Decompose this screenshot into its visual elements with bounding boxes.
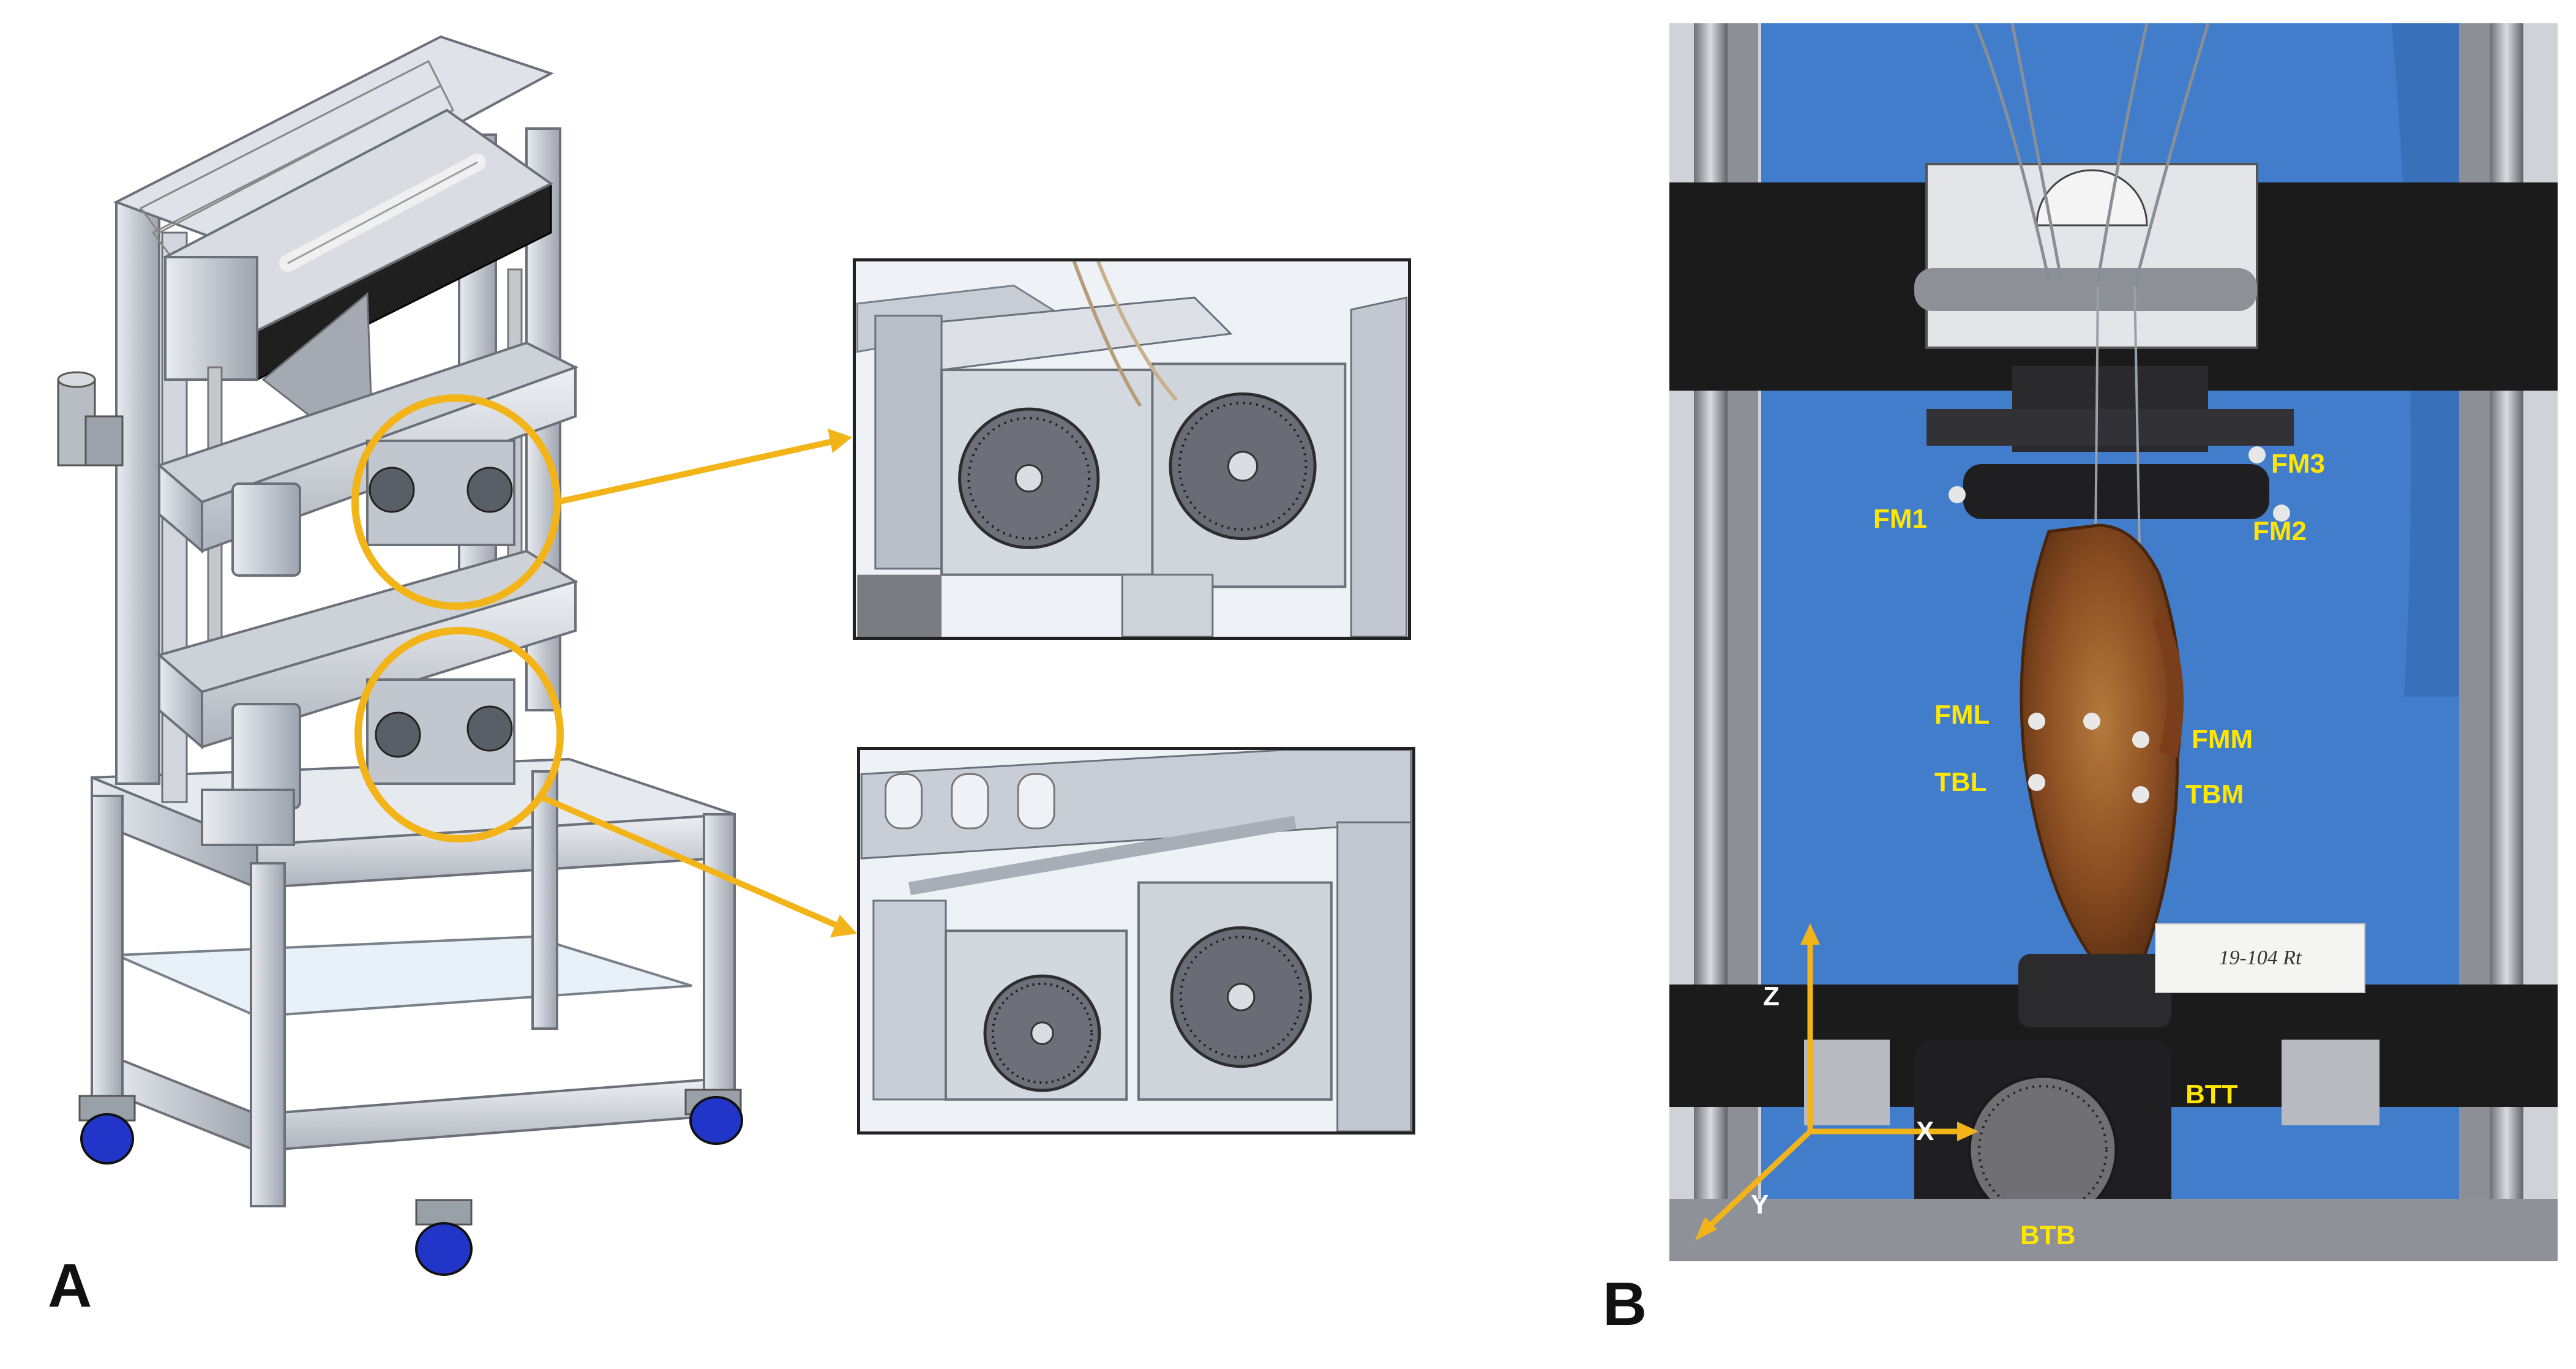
label-btt: BTT (2185, 1079, 2238, 1109)
lower-highlight-circle (354, 627, 564, 842)
coordinate-axes (1695, 923, 1979, 1240)
axis-label-z: Z (1763, 981, 1780, 1011)
panel-a-label: A (48, 1251, 92, 1320)
upper-carriage (157, 341, 579, 577)
label-fml: FML (1934, 700, 1990, 730)
lower-detail-inset (857, 747, 1415, 1135)
specimen-tag: 19-104 Rt (2155, 923, 2365, 993)
base-table (78, 757, 743, 1276)
upper-callout-arrow (556, 429, 852, 505)
specimen-photo: FM3 FM1 FM2 FML FMM TBL TBM BTT BTB Z X … (1669, 23, 2558, 1261)
label-fm2: FM2 (2253, 516, 2307, 546)
axis-label-y: Y (1751, 1190, 1769, 1220)
cad-rig-drawing (57, 35, 857, 1276)
upper-clamp-closeup (856, 261, 1408, 637)
panel-b-label: B (1603, 1270, 1647, 1338)
label-btb: BTB (2020, 1220, 2076, 1250)
label-fm1: FM1 (1873, 504, 1927, 534)
lower-callout-arrow (537, 793, 857, 937)
label-tbl: TBL (1934, 767, 1987, 797)
caster-wheel-icon (78, 1095, 136, 1165)
label-fmm: FMM (2192, 724, 2253, 754)
upper-detail-inset (853, 258, 1411, 640)
label-tbm: TBM (2185, 779, 2244, 809)
specimen-rig-photo (1669, 23, 2558, 1261)
lower-clamp-closeup (860, 750, 1412, 1131)
label-fm3: FM3 (2271, 449, 2325, 479)
caster-wheel-icon (415, 1199, 473, 1276)
axis-label-x: X (1916, 1116, 1934, 1146)
caster-wheel-icon (684, 1089, 743, 1145)
